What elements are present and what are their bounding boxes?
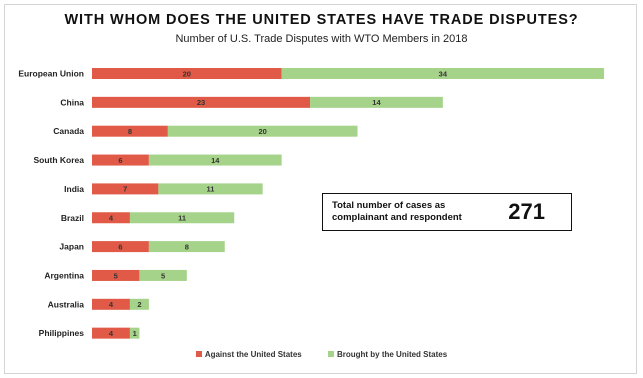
value-label-brazil-against: 4 (109, 214, 114, 223)
value-label-china-against: 23 (197, 98, 205, 107)
value-label-south-korea-against: 6 (118, 156, 122, 165)
value-label-european-union-against: 20 (183, 69, 191, 78)
value-label-canada-brought: 20 (259, 127, 267, 136)
bar-japan-against (92, 241, 149, 253)
bar-canada-brought (167, 125, 358, 137)
chart-subtitle: Number of U.S. Trade Disputes with WTO M… (175, 33, 468, 45)
legend-swatch-against (195, 351, 202, 357)
value-label-australia-against: 4 (109, 300, 114, 309)
bar-india-against (92, 183, 159, 195)
bar-canada-against (92, 125, 168, 137)
bar-philippines-against (92, 327, 130, 339)
value-label-india-against: 7 (123, 185, 127, 194)
bar-brazil-brought (129, 212, 235, 224)
category-label-philippines: Philippines (39, 328, 85, 338)
bar-philippines-brought (129, 327, 140, 339)
value-label-argentina-brought: 5 (161, 271, 165, 280)
bar-australia-brought (129, 298, 149, 310)
total-cases-label-line2: complainant and respondent (332, 212, 462, 223)
legend-label-against: Against the United States (204, 350, 302, 359)
category-label-japan: Japan (59, 242, 84, 252)
bar-south-korea-against (92, 154, 149, 166)
value-label-china-brought: 14 (372, 98, 381, 107)
bar-brazil-against (92, 212, 130, 224)
value-label-canada-against: 8 (128, 127, 132, 136)
legend-swatch-brought (327, 351, 334, 357)
bar-india-brought (158, 183, 263, 195)
bar-china-brought (310, 96, 443, 108)
chart-title: WITH WHOM DOES THE UNITED STATES HAVE TR… (64, 12, 579, 28)
bar-european-union-brought (281, 68, 605, 79)
legend-label-brought: Brought by the United States (336, 350, 448, 359)
value-label-south-korea-brought: 14 (211, 156, 220, 165)
bar-european-union-against (92, 68, 282, 79)
category-label-china: China (60, 97, 84, 107)
category-label-argentina: Argentina (44, 270, 84, 280)
value-label-philippines-against: 4 (109, 329, 114, 338)
category-label-south-korea: South Korea (33, 155, 84, 165)
bar-south-korea-brought (148, 154, 282, 166)
bar-australia-against (92, 298, 130, 310)
bar-japan-brought (148, 241, 225, 253)
value-label-japan-brought: 8 (185, 242, 189, 251)
bar-china-against (92, 96, 311, 108)
legend-item-brought: Brought by the United States (327, 350, 448, 359)
value-label-india-brought: 11 (207, 185, 215, 194)
value-label-australia-brought: 2 (137, 300, 141, 309)
bar-argentina-against (92, 269, 140, 281)
total-cases-label-line1: Total number of cases as (332, 200, 446, 211)
value-label-philippines-brought: 1 (133, 329, 137, 338)
legend-item-against: Against the United States (195, 350, 302, 359)
category-label-india: India (64, 184, 84, 194)
category-label-european-union: European Union (18, 69, 84, 79)
value-label-brazil-brought: 11 (178, 214, 186, 223)
total-cases-box: Total number of cases as complainant and… (322, 193, 572, 231)
category-label-australia: Australia (48, 299, 85, 309)
total-cases-label: Total number of cases as complainant and… (332, 200, 492, 224)
chart-legend: Against the United States Brought by the… (0, 350, 643, 359)
total-cases-value: 271 (508, 199, 545, 224)
category-label-brazil: Brazil (61, 213, 84, 223)
value-label-european-union-brought: 34 (439, 69, 448, 78)
value-label-argentina-against: 5 (114, 271, 118, 280)
bar-argentina-brought (139, 269, 187, 281)
value-label-japan-against: 6 (118, 242, 122, 251)
category-label-canada: Canada (53, 126, 84, 136)
